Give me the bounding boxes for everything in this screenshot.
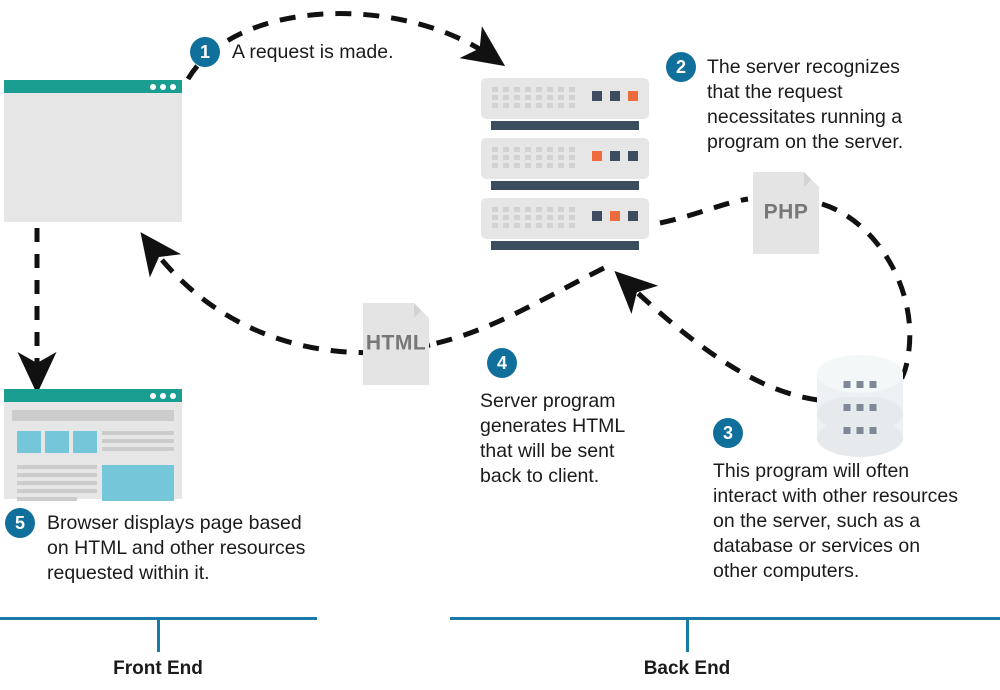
front-end-tick	[157, 620, 160, 652]
led-icon	[592, 211, 602, 221]
server-unit	[481, 138, 649, 179]
file-fold-corner-icon	[414, 303, 429, 318]
server-status-leds	[592, 211, 638, 221]
page-text-line	[102, 431, 174, 435]
step-badge-4: 4	[487, 348, 517, 378]
browser-titlebar	[4, 80, 182, 93]
database-disc	[817, 395, 903, 433]
page-header-bar	[12, 410, 174, 421]
server-vent-grid	[492, 87, 575, 108]
step-text-4: Server program generates HTML that will …	[480, 390, 626, 487]
led-icon	[610, 91, 620, 101]
server-vent-grid	[492, 207, 575, 228]
led-icon-active	[610, 211, 620, 221]
page-thumbnail	[45, 431, 69, 453]
arrow-database-to-server	[614, 271, 819, 403]
led-icon	[843, 427, 851, 434]
html-file-label: HTML	[365, 331, 427, 355]
page-text-line	[17, 481, 97, 485]
browser-titlebar	[4, 389, 182, 402]
led-icon	[856, 427, 864, 434]
server-status-leds	[592, 91, 638, 101]
server-rack[interactable]	[481, 78, 657, 250]
led-icon	[592, 91, 602, 101]
database-cylinder[interactable]	[817, 355, 903, 457]
page-thumbnail	[73, 431, 97, 453]
page-text-line	[17, 489, 97, 493]
html-file-icon[interactable]: HTML	[363, 303, 429, 385]
led-icon	[628, 151, 638, 161]
front-end-rule	[0, 617, 317, 620]
php-file-label: PHP	[763, 200, 809, 224]
led-icon	[856, 381, 864, 388]
window-dot-icon	[150, 392, 156, 399]
database-leds	[843, 427, 877, 434]
arrow-server-to-html	[427, 265, 606, 348]
led-icon	[843, 404, 851, 411]
step-badge-5: 5	[5, 508, 35, 538]
front-end-label: Front End	[113, 658, 203, 679]
page-hero-image	[102, 465, 174, 501]
step-badge-3: 3	[713, 418, 743, 448]
step-badge-2: 2	[666, 52, 696, 82]
led-icon-active	[628, 91, 638, 101]
page-thumbnail	[17, 431, 41, 453]
window-dot-icon	[170, 83, 176, 90]
server-unit-base	[491, 121, 639, 130]
file-fold-corner-icon	[804, 172, 819, 187]
server-unit-base	[491, 241, 639, 250]
led-icon	[869, 427, 877, 434]
page-text-line	[102, 447, 174, 451]
php-file-icon[interactable]: PHP	[753, 172, 819, 254]
window-dot-icon	[160, 392, 166, 399]
browser-viewport-page	[4, 402, 182, 501]
back-end-label: Back End	[643, 658, 731, 679]
server-unit	[481, 78, 649, 119]
page-text-line	[17, 473, 97, 477]
window-dot-icon	[150, 83, 156, 90]
page-text-line	[17, 497, 77, 501]
page-text-line	[102, 439, 174, 443]
step-text-2: The server recognizes that the request n…	[707, 56, 904, 153]
step-badge-1: 1	[190, 37, 220, 67]
database-leds	[843, 381, 877, 388]
led-icon	[869, 381, 877, 388]
step-text-3: This program will often interact with ot…	[713, 460, 958, 582]
browser-window-rendered[interactable]	[4, 389, 182, 501]
server-unit	[481, 198, 649, 239]
step-text-5: Browser displays page based on HTML and …	[47, 512, 306, 584]
back-end-rule	[450, 617, 1000, 620]
led-icon	[869, 404, 877, 411]
page-text-line	[17, 465, 97, 469]
led-icon	[843, 381, 851, 388]
window-controls-dots	[150, 83, 176, 90]
database-leds	[843, 404, 877, 411]
browser-viewport-blank	[4, 93, 182, 222]
browser-window-empty[interactable]	[4, 80, 182, 222]
window-controls-dots	[150, 392, 176, 399]
back-end-tick	[686, 620, 689, 652]
led-icon	[610, 151, 620, 161]
step-text-1: A request is made.	[232, 41, 394, 63]
arrow-server-to-php	[659, 196, 749, 226]
led-icon-active	[592, 151, 602, 161]
led-icon	[628, 211, 638, 221]
server-vent-grid	[492, 147, 575, 168]
server-status-leds	[592, 151, 638, 161]
led-icon	[856, 404, 864, 411]
server-unit-base	[491, 181, 639, 190]
window-dot-icon	[170, 392, 176, 399]
window-dot-icon	[160, 83, 166, 90]
